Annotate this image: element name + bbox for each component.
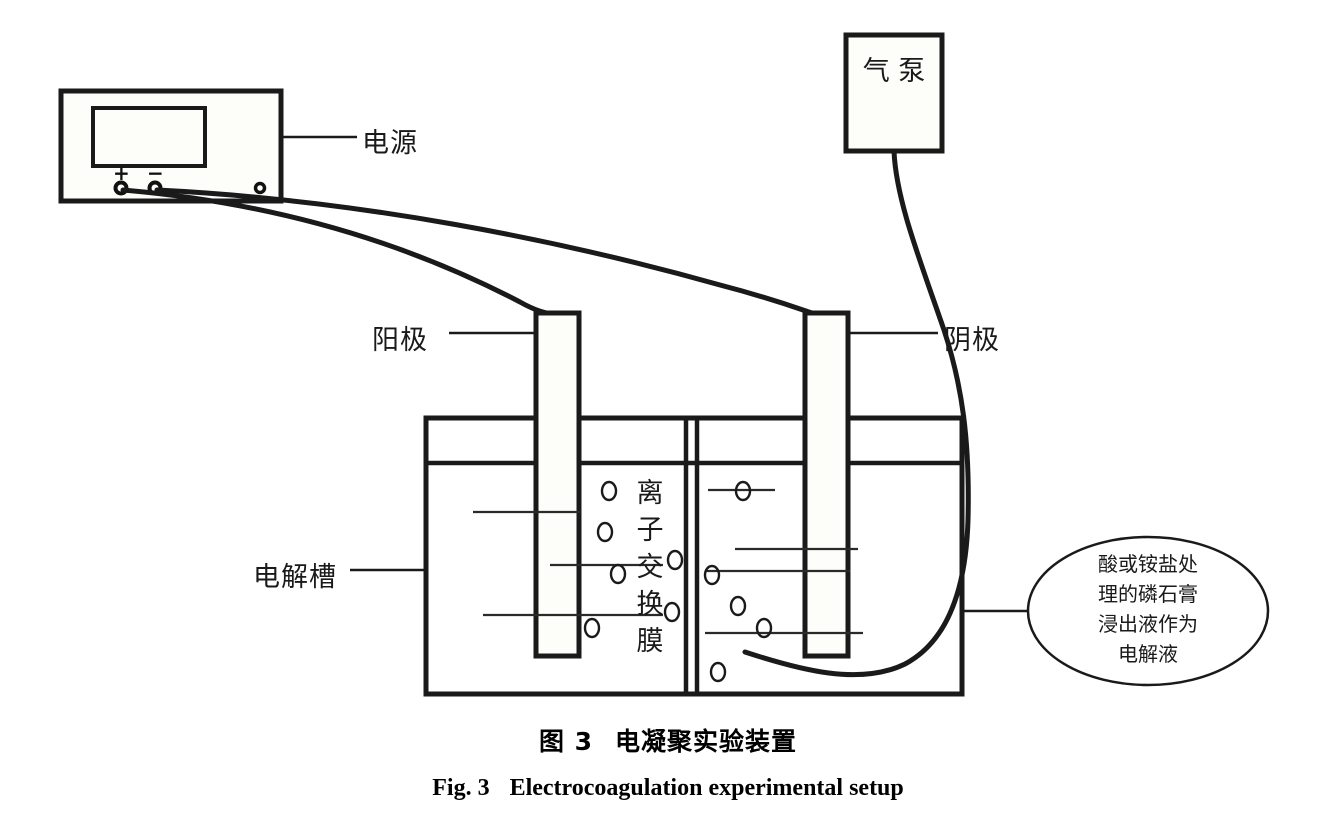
air-pump-label-char-2: 泵 <box>898 56 926 87</box>
electrolyte-callout-line-4: 电解液 <box>1118 642 1178 666</box>
power-supply-label: 电源 <box>362 128 418 159</box>
bubble <box>755 617 773 639</box>
membrane-label-char-3: 交 <box>636 552 664 583</box>
figure-number-chinese: 图 3 <box>538 727 594 756</box>
membrane-label-char-1: 离 <box>636 478 664 509</box>
flow-lines-right-chamber <box>705 488 863 635</box>
electrolyte-callout-line-2: 理的磷石膏 <box>1098 582 1198 606</box>
terminal-positive-sign: + <box>113 161 130 185</box>
air-pump-label-char-1: 气 <box>862 56 890 87</box>
electrolyte-callout-line-3: 浸出液作为 <box>1098 612 1198 636</box>
air-tube <box>742 148 971 678</box>
bubble <box>666 549 684 571</box>
membrane-label-char-4: 换 <box>636 589 664 620</box>
bubble <box>734 480 752 502</box>
power-supply-display <box>91 106 207 168</box>
bubble <box>703 564 721 586</box>
figure-caption-chinese: 图 3 电凝聚实验装置 <box>0 722 1336 758</box>
ion-exchange-membrane-label: 离 子 交 换 膜 <box>634 475 666 660</box>
power-supply-unit <box>58 88 284 204</box>
electrolyte-callout-text: 酸或铵盐处 理的磷石膏 浸出液作为 电解液 <box>1028 549 1268 669</box>
tank-outer-wall <box>423 415 965 697</box>
electrolyte-callout-line-1: 酸或铵盐处 <box>1098 552 1198 576</box>
figure-title-english: Electrocoagulation experimental setup <box>509 775 904 801</box>
air-pump-label: 气 泵 <box>846 52 942 92</box>
flow-lines-left-chamber <box>473 510 663 617</box>
bubble <box>600 480 618 502</box>
bubble <box>596 521 614 543</box>
anode-plate <box>533 310 582 659</box>
bubble <box>729 595 747 617</box>
bubble <box>663 601 681 623</box>
electrolyte-callout-ellipse <box>1026 535 1270 687</box>
cathode-plate <box>802 310 851 659</box>
bubble <box>583 617 601 639</box>
membrane-label-char-5: 膜 <box>636 626 664 657</box>
cathode-label: 阴极 <box>944 325 1000 356</box>
terminal-negative-sign: − <box>147 161 164 185</box>
bubble <box>709 661 727 683</box>
power-indicator-light <box>253 181 267 195</box>
figure-title-chinese: 电凝聚实验装置 <box>615 727 798 756</box>
membrane-label-char-2: 子 <box>636 515 664 546</box>
figure-caption-english: Fig. 3 Electrocoagulation experimental se… <box>0 775 1336 802</box>
figure-number-english: Fig. 3 <box>432 775 490 801</box>
ion-exchange-membrane <box>683 418 700 694</box>
anode-label: 阳极 <box>372 325 428 356</box>
bubble <box>609 563 627 585</box>
wire-cathode <box>154 187 815 316</box>
gas-bubbles <box>583 480 773 683</box>
electrolytic-cell-label: 电解槽 <box>253 562 337 593</box>
electrolytic-cell-tank <box>423 415 965 697</box>
